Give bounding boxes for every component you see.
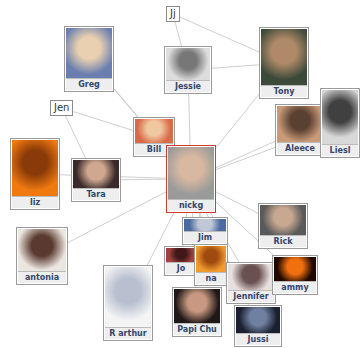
person-name: Jim: [184, 231, 226, 243]
person-tile: liz: [10, 138, 60, 210]
person-name: na: [196, 272, 226, 284]
person-tile: Liesl: [320, 88, 360, 158]
group-tag: Jen: [50, 100, 73, 116]
person-tile: Greg: [64, 26, 114, 92]
person-tile: Aleece: [275, 104, 325, 156]
profile-photo: [166, 248, 196, 262]
friend-link: [121, 179, 166, 180]
profile-photo: [274, 257, 316, 281]
friend-link: [216, 94, 259, 148]
profile-photo: [18, 229, 66, 271]
person-name: Jessie: [166, 80, 210, 92]
person-name: Jo: [166, 262, 196, 274]
person-name: R arthur: [105, 327, 151, 339]
friend-link: [216, 141, 275, 168]
person-tile: Jo: [164, 246, 198, 276]
profile-photo: [105, 267, 151, 327]
person-name: Rick: [260, 235, 306, 247]
person-name: Tara: [73, 188, 119, 200]
person-name: nickg: [168, 199, 214, 211]
friend-link: [175, 22, 181, 46]
friend-link: [66, 116, 86, 158]
person-tile: nickg: [166, 145, 216, 213]
person-tile: ammy: [272, 255, 318, 295]
person-name: Papi Chu: [174, 323, 220, 335]
profile-photo: [168, 147, 214, 199]
group-tag: Jj: [166, 6, 180, 22]
friend-link: [114, 89, 137, 117]
profile-photo: [174, 289, 220, 323]
profile-photo: [66, 28, 112, 78]
person-name: Greg: [66, 78, 112, 90]
person-tile: antonia: [16, 227, 68, 285]
profile-photo: [277, 106, 323, 142]
person-tile: Jussi: [234, 305, 282, 347]
person-tile: Jessie: [164, 46, 212, 94]
person-name: Tony: [261, 85, 307, 97]
profile-photo: [236, 307, 280, 333]
group-name: Jj: [170, 8, 176, 20]
person-tile: Jennifer: [226, 262, 276, 304]
profile-photo: [166, 48, 210, 80]
person-name: liz: [12, 196, 58, 208]
profile-photo: [73, 160, 119, 188]
person-name: Liesl: [322, 144, 358, 156]
profile-photo: [12, 140, 58, 196]
profile-photo: [322, 90, 358, 144]
person-tile: Papi Chu: [172, 287, 222, 337]
person-name: Jussi: [236, 333, 280, 345]
person-tile: Tony: [259, 27, 309, 99]
friend-link: [189, 94, 190, 145]
person-tile: Rick: [258, 203, 308, 249]
friend-link: [216, 192, 258, 213]
profile-photo: [196, 246, 226, 272]
profile-photo: [228, 264, 274, 290]
profile-photo: [184, 219, 226, 231]
person-name: antonia: [18, 271, 66, 283]
person-name: Jennifer: [228, 290, 274, 302]
person-tile: na: [194, 244, 228, 286]
profile-photo: [260, 205, 306, 235]
person-name: Aleece: [277, 142, 323, 154]
person-tile: Tara: [71, 158, 121, 202]
person-tile: Jim: [182, 217, 228, 245]
friend-link: [212, 65, 259, 68]
friend-link: [73, 112, 133, 131]
profile-photo: [135, 119, 173, 143]
group-name: Jen: [54, 102, 69, 114]
person-name: ammy: [274, 281, 316, 293]
profile-photo: [261, 29, 307, 85]
person-tile: R arthur: [103, 265, 153, 341]
